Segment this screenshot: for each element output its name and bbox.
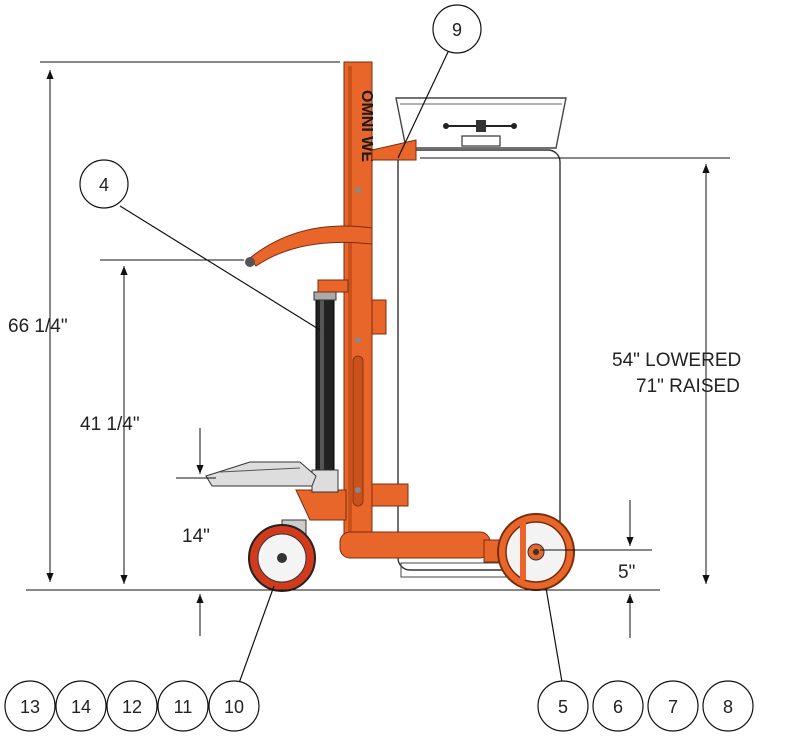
lift-frame: OMNI WE	[245, 61, 535, 563]
drum-lid-fitting	[395, 97, 567, 149]
raised-height-label: 71" RAISED	[636, 376, 740, 397]
rear-wheel	[497, 513, 575, 591]
leader-5	[545, 587, 563, 683]
lowered-height-label: 54" LOWERED	[612, 350, 741, 371]
brand-logo: OMNI WE	[358, 90, 375, 162]
svg-text:4: 4	[99, 175, 109, 195]
callout-4: 4	[79, 159, 129, 209]
handle-height-label: 41 1/4"	[80, 414, 140, 435]
callout-group-bottom-left: 13 14 12 11 10	[4, 680, 260, 732]
dim-clearance	[540, 500, 652, 638]
callout-6: 6	[592, 680, 644, 732]
svg-text:5: 5	[558, 697, 568, 717]
svg-text:9: 9	[452, 20, 462, 40]
dim-pedal-height	[176, 428, 216, 636]
hydraulic-cylinder	[311, 279, 349, 493]
svg-text:13: 13	[20, 697, 40, 717]
dim-overall-height	[40, 61, 340, 582]
callout-10: 10	[208, 680, 260, 732]
leader-4	[119, 205, 321, 331]
drum-outline	[397, 149, 561, 578]
callout-11: 11	[157, 680, 209, 732]
callout-8: 8	[702, 680, 754, 732]
svg-text:14: 14	[71, 697, 91, 717]
callout-9: 9	[432, 4, 482, 54]
leader-10	[237, 585, 275, 687]
dim-lowered-raised	[420, 157, 730, 584]
callout-14: 14	[55, 680, 107, 732]
foot-pedal	[205, 461, 317, 487]
svg-text:11: 11	[174, 697, 193, 717]
callout-12: 12	[106, 680, 158, 732]
leader-9	[397, 51, 449, 159]
callout-13: 13	[4, 680, 56, 732]
svg-text:6: 6	[613, 697, 623, 717]
callout-7: 7	[647, 680, 699, 732]
svg-text:8: 8	[723, 697, 733, 717]
pedal-height-label: 14"	[182, 526, 210, 547]
svg-text:10: 10	[224, 697, 244, 717]
caster-wheel	[248, 519, 316, 592]
svg-text:12: 12	[122, 697, 142, 717]
callout-5: 5	[537, 680, 589, 732]
callout-group-bottom-right: 5 6 7 8	[537, 680, 754, 732]
clearance-label: 5"	[618, 562, 635, 583]
svg-text:7: 7	[668, 697, 678, 717]
overall-height-label: 66 1/4"	[8, 316, 68, 337]
dim-handle-height	[100, 259, 244, 584]
